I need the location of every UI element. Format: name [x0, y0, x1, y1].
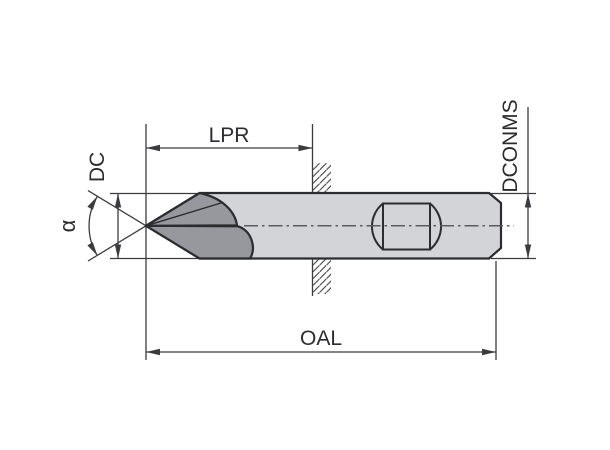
holder-hatch-top	[312, 163, 331, 193]
angle-arc	[87, 195, 98, 257]
lower-flute	[144, 224, 254, 260]
oal-label: OAL	[300, 327, 342, 350]
holder-face	[311, 124, 331, 296]
dc-label: DC	[86, 152, 109, 182]
alpha-label: α	[55, 219, 80, 232]
holder-hatch-bottom	[312, 259, 331, 294]
cone-angle-line-upper	[87, 190, 147, 227]
dimensions: LPR DC α OAL DCONMS	[55, 99, 532, 356]
dconms-label: DCONMS	[499, 99, 522, 192]
tool	[144, 191, 514, 260]
upper-flute-facet	[145, 192, 225, 227]
lpr-label: LPR	[209, 124, 250, 147]
